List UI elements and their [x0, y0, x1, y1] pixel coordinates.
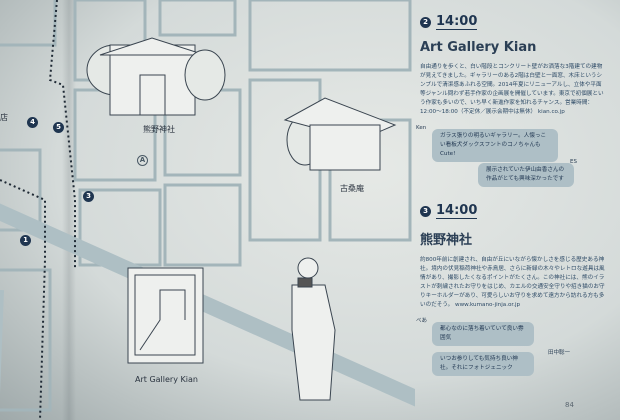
spot-description: 約800年前に創建され、自由が丘にいながら懐かしさを感じる歴史ある神社。境内の伏… — [420, 257, 605, 308]
route-marker-4: 4 — [27, 117, 38, 128]
gallery-illustration — [127, 267, 204, 364]
gallery-label: Art Gallery Kian — [135, 375, 198, 384]
block — [0, 268, 52, 412]
comment-author: Ken — [416, 125, 427, 131]
shop-label: 店 — [0, 113, 8, 122]
area-marker-a: A — [137, 155, 148, 166]
block — [0, 148, 42, 232]
comment-author: 田中聡一 — [548, 350, 571, 356]
article-column: 2 14:00 Art Gallery Kian 自由通りを歩くと、白い階段とコン… — [416, 14, 605, 386]
kosoan-illustration — [283, 97, 397, 171]
spot-kumano-shrine: 3 14:00 熊野神社 約800年前に創建され、自由が丘にいながら懐かしさを感じ… — [416, 203, 605, 386]
street-map — [0, 0, 415, 420]
spot-gallery-kian: 2 14:00 Art Gallery Kian 自由通りを歩くと、白い階段とコン… — [416, 14, 605, 197]
main-road — [0, 203, 415, 407]
comment-bubble: いつお参りしても気持ち良い神社。それにフォトジェニック — [432, 352, 534, 376]
spot-time: 14:00 — [436, 14, 478, 30]
comment-bubble: ガラス張りの明るいギャラリー。人懐っこい看板犬ダックスフントのコノちゃんもCut… — [432, 129, 558, 162]
spot-title: 熊野神社 — [420, 233, 473, 248]
route-marker-5: 5 — [53, 122, 64, 133]
page-gutter — [62, 0, 76, 420]
comment-bubble: 都心なのに落ち着いていて良い雰囲気 — [432, 322, 534, 346]
shrine-label: 熊野神社 — [143, 125, 175, 134]
block — [0, 0, 57, 47]
block — [248, 0, 412, 72]
spot-time: 14:00 — [436, 203, 478, 219]
spot-title: Art Gallery Kian — [420, 40, 537, 55]
spot-number: 3 — [420, 205, 431, 217]
block — [158, 0, 237, 37]
spot-description: 自由通りを歩くと、白い階段とコンクリート壁がお洒落な3階建ての建物が見えてきまし… — [420, 64, 604, 115]
route-marker-1: 1 — [20, 235, 31, 246]
block — [163, 183, 242, 267]
page-number: 84 — [565, 401, 574, 409]
comment-bubble: 展示されていた伊山由香さんの作品がとても興味深かったです — [478, 163, 574, 187]
spot-number: 2 — [420, 16, 431, 28]
photographer-illustration — [291, 257, 336, 401]
comment-author: ES — [570, 159, 577, 165]
kosoan-label: 古桑庵 — [340, 184, 364, 193]
comment-author: べあ — [416, 318, 428, 324]
shrine-illustration — [86, 37, 226, 116]
route-marker-3: 3 — [83, 191, 94, 202]
